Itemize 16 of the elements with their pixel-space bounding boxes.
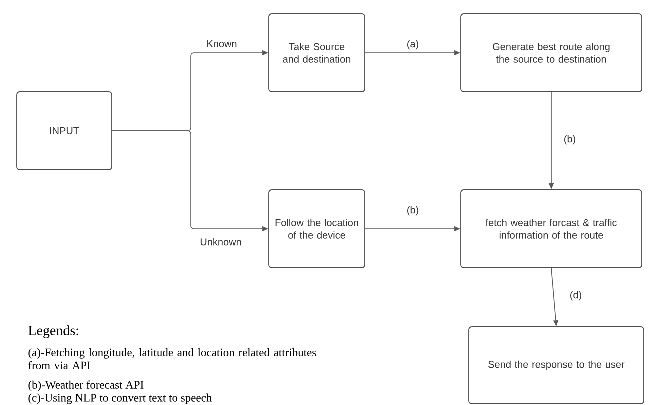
edge-label: (b) [406,205,420,217]
legend-text: (b)-Weather forecast API [28,380,144,392]
edge-label: (d) [568,290,584,302]
edge-label: Unknown [199,237,243,247]
process-box: Generate best route along the source to destination [460,14,642,92]
legend-heading: Legends: [28,326,78,338]
edge-label: (a) [406,39,420,51]
process-box: Send the response to the user [468,326,644,404]
process-box: INPUT [16,92,112,170]
legend-text: (a)-Fetching longitude, latitude and location related attributes from via API [28,348,316,370]
process-box: fetch weather forcast & traffic information of the route [460,190,642,268]
process-box: Follow the location of the device [268,190,366,268]
legend-text: (c)-Using NLP to convert text to speech [28,394,212,404]
edge-label: Known [206,40,238,48]
process-box: Take Source and destination [268,14,366,92]
edge-label: (b) [562,134,578,146]
